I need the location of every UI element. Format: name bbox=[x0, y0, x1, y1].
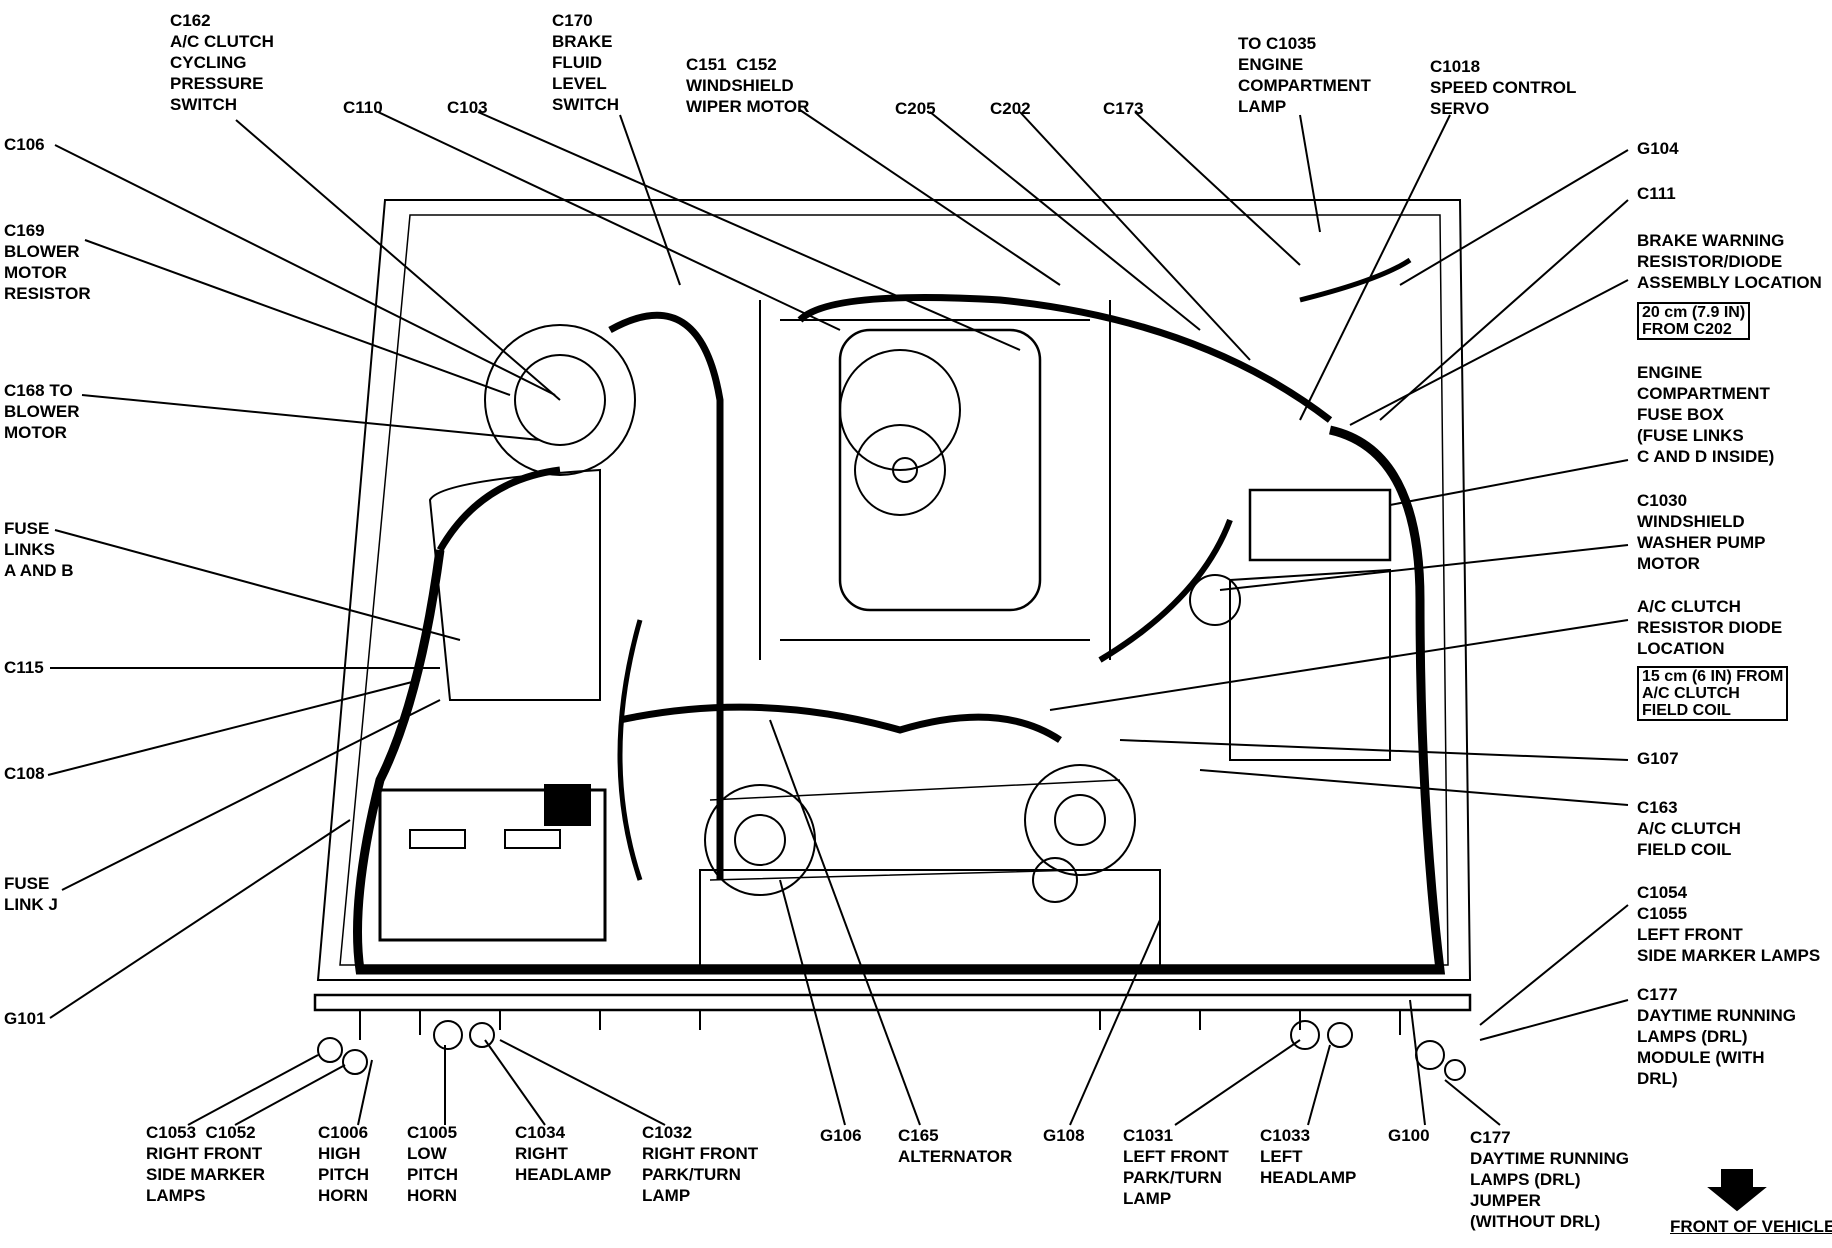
label-c169: C169 BLOWER MOTOR RESISTOR bbox=[4, 221, 91, 303]
label-c170: C170 BRAKE FLUID LEVEL SWITCH bbox=[552, 11, 620, 114]
body-outline-inner bbox=[339, 214, 1449, 966]
washer-reservoir bbox=[1229, 568, 1391, 761]
label-c202: C202 bbox=[990, 99, 1031, 118]
label-fuse-box: ENGINE COMPARTMENT FUSE BOX (FUSE LINKS … bbox=[1637, 363, 1775, 466]
label-c1031: C1031 LEFT FRONT PARK/TURN LAMP bbox=[1123, 1126, 1229, 1208]
label-c162: C162 A/C CLUTCH CYCLING PRESSURE SWITCH bbox=[170, 11, 274, 114]
label-c205: C205 bbox=[895, 99, 936, 118]
label-c165: C165 ALTERNATOR bbox=[898, 1126, 1013, 1166]
front-of-vehicle-label: FRONT OF VEHICLE bbox=[1670, 1217, 1832, 1236]
label-fuse-link-j: FUSE LINK J bbox=[4, 874, 58, 914]
label-brake-warning: BRAKE WARNING RESISTOR/DIODE ASSEMBLY LO… bbox=[1637, 231, 1822, 292]
battery bbox=[378, 788, 607, 942]
headlamp-socket bbox=[317, 1037, 343, 1063]
label-c103: C103 bbox=[447, 98, 488, 117]
label-brake-warning-distance: 20 cm (7.9 IN) FROM C202 bbox=[1637, 302, 1751, 340]
label-c108: C108 bbox=[4, 764, 45, 783]
label-c1033: C1033 LEFT HEADLAMP bbox=[1260, 1126, 1357, 1187]
label-c163: C163 A/C CLUTCH FIELD COIL bbox=[1637, 798, 1741, 859]
label-c168: C168 TO BLOWER MOTOR bbox=[4, 381, 80, 442]
radiator bbox=[699, 869, 1161, 971]
label-c177-top: C177 DAYTIME RUNNING LAMPS (DRL) MODULE … bbox=[1637, 985, 1796, 1088]
label-c1032: C1032 RIGHT FRONT PARK/TURN LAMP bbox=[642, 1123, 759, 1205]
label-c1005: C1005 LOW PITCH HORN bbox=[407, 1123, 458, 1205]
label-fuse-links-a-b: FUSE LINKS A AND B bbox=[4, 519, 74, 580]
label-c1018: C1018 SPEED CONTROL SERVO bbox=[1430, 57, 1577, 118]
front-arrow bbox=[1707, 1169, 1767, 1212]
label-c110: C110 bbox=[343, 98, 383, 117]
label-c1053-c1052: C1053 C1052 RIGHT FRONT SIDE MARKER LAMP… bbox=[146, 1123, 266, 1205]
label-c106: C106 bbox=[4, 135, 45, 154]
label-c1006: C1006 HIGH PITCH HORN bbox=[318, 1123, 369, 1205]
air-cleaner bbox=[839, 349, 961, 471]
engine-intake bbox=[838, 328, 1042, 612]
label-g100: G100 bbox=[1388, 1126, 1430, 1145]
label-c151-c152: C151 C152 WINDSHIELD WIPER MOTOR bbox=[686, 55, 810, 116]
label-ac-clutch-diode-distance: 15 cm (6 IN) FROM A/C CLUTCH FIELD COIL bbox=[1637, 666, 1789, 721]
label-c1030: C1030 WINDSHIELD WASHER PUMP MOTOR bbox=[1637, 491, 1766, 573]
body-outline bbox=[316, 199, 1472, 981]
label-c173: C173 bbox=[1103, 99, 1144, 118]
label-g104: G104 bbox=[1637, 139, 1679, 158]
label-c1054-c1055: C1054 C1055 LEFT FRONT SIDE MARKER LAMPS bbox=[1637, 883, 1821, 965]
front-bumper bbox=[313, 993, 1472, 1012]
label-c115: C115 bbox=[4, 658, 44, 677]
label-g108: G108 bbox=[1043, 1126, 1085, 1145]
wiring-harness bbox=[353, 425, 1446, 975]
fuse-box bbox=[1248, 488, 1392, 562]
label-g101: G101 bbox=[4, 1009, 46, 1028]
label-c177-bottom: C177 DAYTIME RUNNING LAMPS (DRL) JUMPER … bbox=[1470, 1128, 1629, 1231]
label-g106: G106 bbox=[820, 1126, 862, 1145]
label-ac-clutch-diode: A/C CLUTCH RESISTOR DIODE LOCATION bbox=[1637, 597, 1783, 658]
ac-compressor-pulley bbox=[1024, 764, 1136, 876]
blower-housing bbox=[484, 324, 636, 476]
label-g107: G107 bbox=[1637, 749, 1679, 768]
label-c1034: C1034 RIGHT HEADLAMP bbox=[515, 1123, 612, 1184]
label-to-c1035: TO C1035 ENGINE COMPARTMENT LAMP bbox=[1238, 34, 1371, 116]
label-c111: C111 bbox=[1637, 184, 1676, 203]
